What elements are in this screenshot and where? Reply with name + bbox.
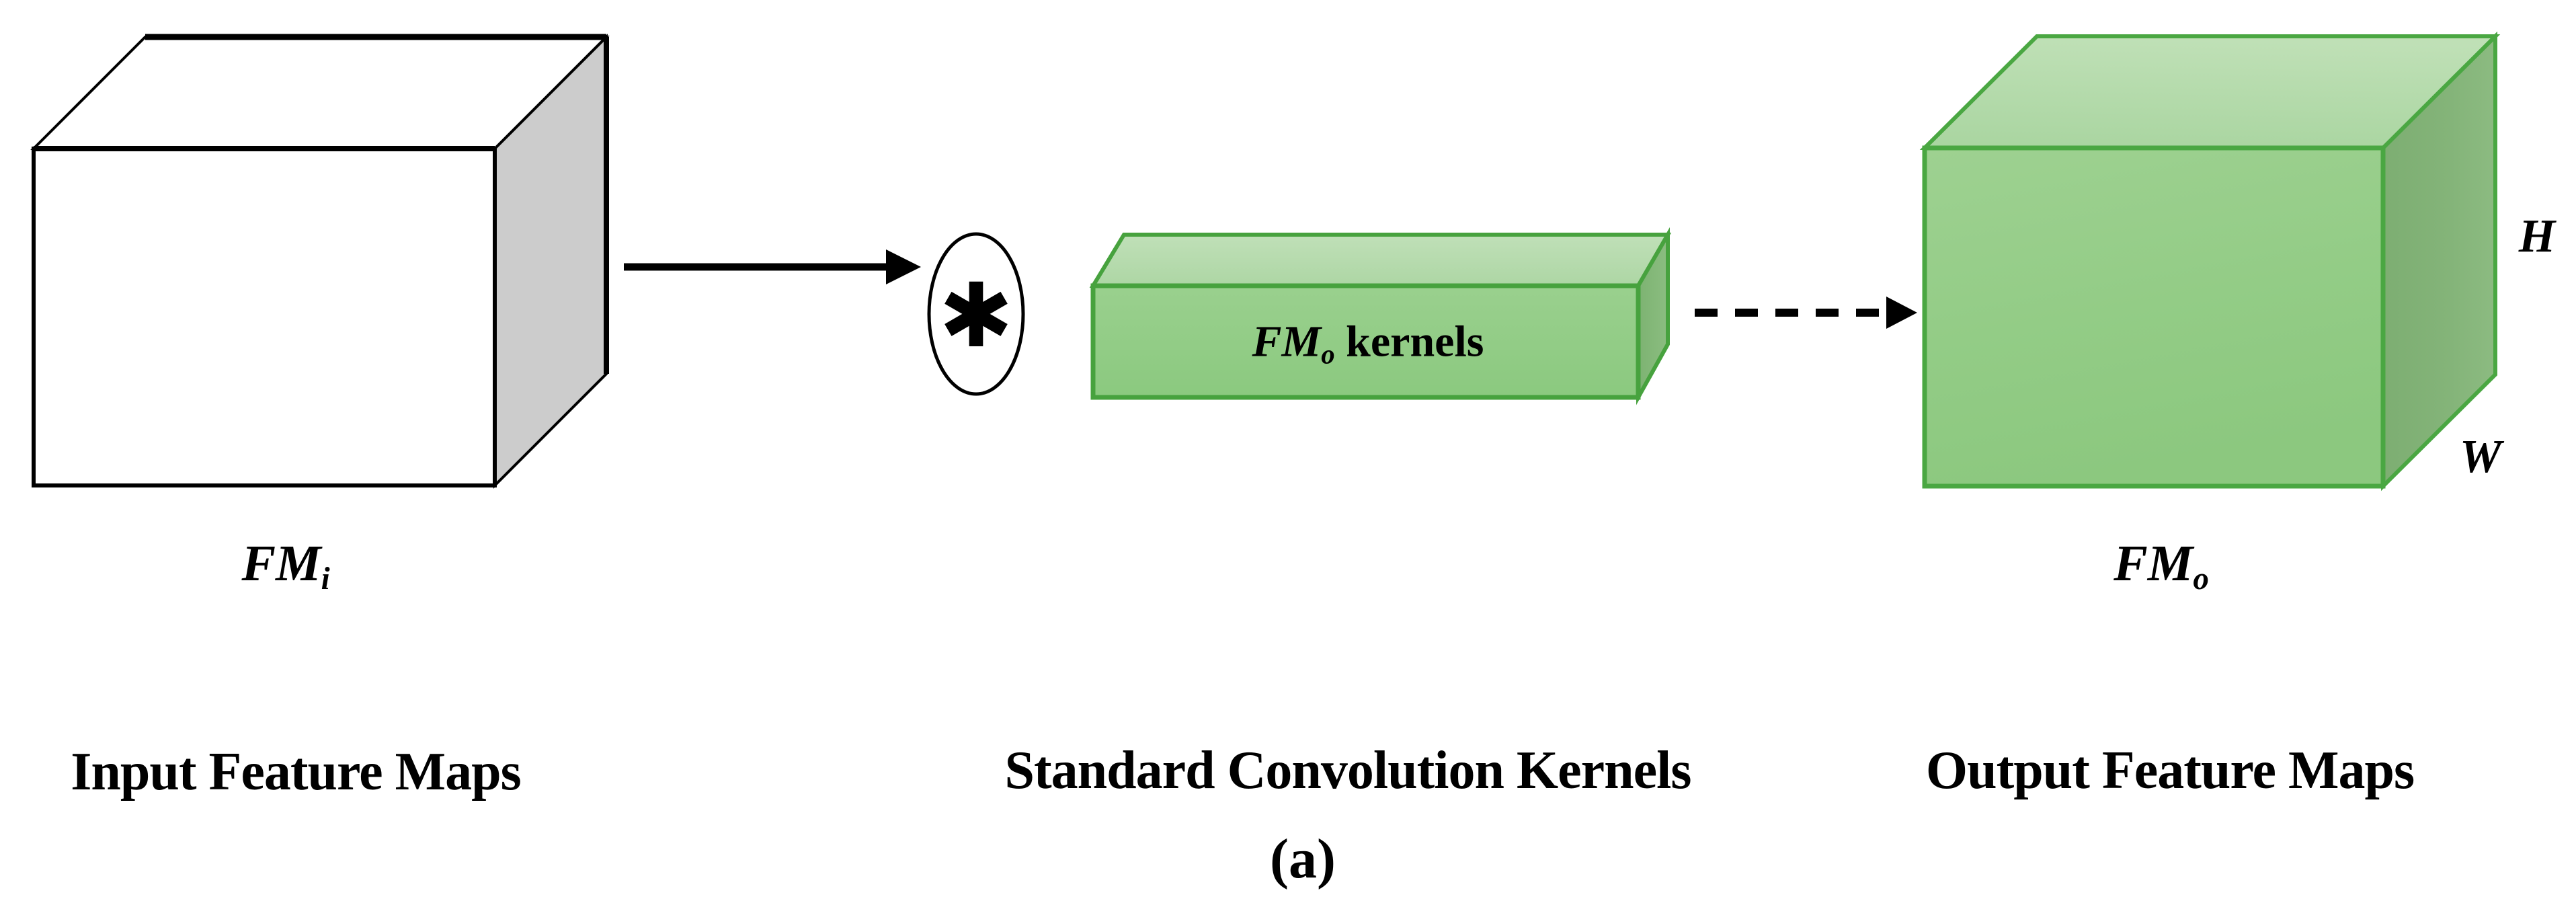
input-block-symbol: FMi	[241, 538, 329, 595]
output-feature-maps-cube	[1919, 31, 2501, 492]
convolution-operator	[927, 232, 1025, 396]
operator-ellipse	[927, 232, 1025, 396]
kernel-label-sub: o	[1321, 339, 1335, 370]
convolution-input-arrow	[624, 249, 921, 284]
kernel-label-suffix: kernels	[1334, 317, 1484, 366]
convolution-output-arrow	[1695, 297, 1917, 329]
standard-convolution-kernels-caption: Standard Convolution Kernels	[1004, 741, 1691, 800]
kernel-label-main: FM	[1252, 317, 1322, 366]
output-cube-front-face	[1922, 145, 2386, 489]
output-symbol-main: FM	[2114, 535, 2193, 592]
input-feature-maps-cube	[30, 34, 610, 489]
standard-convolution-kernels-slab	[1089, 227, 1672, 405]
input-feature-maps-caption: Input Feature Maps	[71, 742, 521, 801]
asterisk-operator-icon: ✱	[938, 264, 1014, 368]
figure-sub-caption: (a)	[1270, 828, 1336, 890]
input-cube-front-face	[32, 147, 497, 487]
output-symbol-sub: o	[2193, 561, 2209, 597]
output-width-dimension-label: W	[2459, 431, 2502, 483]
kernel-slab-top-face	[1089, 233, 1672, 288]
kernel-slab-label: FMo kernels	[1252, 317, 1484, 370]
output-feature-maps-caption: Output Feature Maps	[1925, 741, 2415, 800]
kernel-slab-front-face	[1090, 283, 1641, 400]
input-symbol-sub: i	[321, 561, 330, 597]
output-height-dimension-label: H	[2518, 210, 2556, 262]
input-symbol-main: FM	[241, 535, 321, 592]
output-block-symbol: FMo	[2114, 538, 2209, 595]
